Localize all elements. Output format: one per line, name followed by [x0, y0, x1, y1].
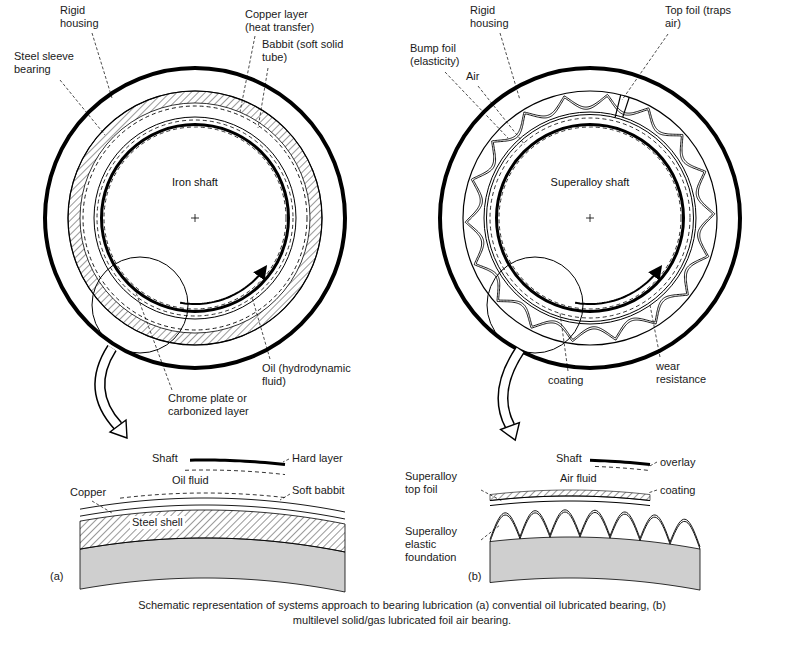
oil-film [97, 120, 293, 316]
oil-boundary [120, 493, 285, 498]
leader-line [92, 33, 112, 98]
leader-lines [60, 33, 668, 540]
zoom-arrow-outline [503, 350, 520, 426]
zoom-circle [92, 257, 188, 353]
shaft-name: Iron shaft [100, 175, 290, 189]
shaft-outline-circle [497, 125, 684, 312]
zoom-arrow-outline [100, 348, 118, 426]
part-label: Air [466, 70, 479, 83]
leader-line [280, 494, 290, 500]
part-label: Air fluid [560, 472, 597, 485]
rigid-housing [45, 68, 345, 368]
part-label: overlay [660, 456, 695, 469]
center-mark [191, 214, 199, 222]
part-label: coating [548, 374, 583, 387]
part-label: coating [660, 484, 695, 497]
part-label: Rigid housing [60, 4, 124, 30]
part-label: Copper layer (heat transfer) [245, 8, 331, 34]
shaft-name: Superalloy shaft [495, 175, 685, 189]
zoom-circle [487, 257, 583, 353]
part-label: Superalloy elastic foundation [405, 525, 471, 564]
steel-shell-hatch [80, 510, 345, 552]
leader-line [92, 501, 112, 513]
part-label: Shaft [556, 452, 582, 465]
steel-shell-base [80, 538, 345, 592]
center-mark [586, 214, 594, 222]
leader-line [478, 86, 525, 145]
part-label: Oil (hydrodynamic fluid) [262, 362, 366, 388]
leader-line [60, 80, 105, 135]
part-label: Chrome plate or carbonized layer [168, 392, 272, 418]
zoom-arrow-head [110, 420, 127, 438]
shaft-hard-layer [190, 460, 285, 465]
housing-bore [68, 91, 322, 345]
chrome-layer [104, 127, 286, 309]
rigid-housing [440, 68, 740, 368]
part-label: Steel sleeve bearing [14, 50, 90, 76]
leader-line [481, 525, 500, 540]
part-label: Top foil (traps air) [665, 4, 737, 30]
part-label: Babbit (soft solid tube) [262, 38, 348, 64]
housing-base [490, 537, 700, 590]
bump-foil [465, 94, 714, 341]
leader-line [648, 462, 657, 467]
part-label: (b) [468, 570, 481, 583]
top-foil-tab [615, 95, 629, 118]
leader-line [135, 290, 172, 390]
foil-coating [490, 490, 650, 501]
shaft-circle: Superalloy shaft [495, 123, 685, 313]
shaft-outline-circle [102, 125, 289, 312]
bump-foil [467, 97, 712, 340]
part-label: Superalloy top foil [405, 470, 471, 496]
top-foil [487, 115, 694, 322]
part-label: Hard layer [292, 452, 343, 465]
zoom-arrow-head [501, 423, 520, 441]
part-label: (a) [50, 570, 63, 583]
leader-line [560, 313, 568, 371]
leader-line [622, 34, 668, 100]
part-label: Copper [70, 486, 106, 499]
shaft-overlay [499, 127, 681, 309]
housing-bore [463, 91, 717, 345]
top-foil [484, 112, 696, 324]
oil-boundary [185, 470, 285, 475]
babbit-line [80, 498, 345, 512]
leader-line [252, 297, 270, 359]
rotation-arrow [575, 267, 660, 304]
part-label: Steel shell [130, 516, 185, 529]
part-label: wear resistance [656, 360, 720, 386]
elastic-foundation [490, 512, 700, 549]
leader-line [283, 459, 289, 462]
leader-line [481, 490, 502, 501]
leader-line [650, 305, 660, 357]
leader-line [258, 68, 268, 128]
leader-line [240, 36, 255, 112]
leader-line [648, 490, 657, 493]
shaft-circle: Iron shaft [100, 123, 290, 313]
zoom-arrow-body [100, 348, 118, 426]
overlay-line [595, 466, 650, 470]
babbit-surface [94, 117, 296, 319]
shaft-surface [590, 460, 650, 464]
zoom-arrow-body [503, 350, 520, 426]
part-label: Soft babbit [292, 484, 345, 497]
leader-line [500, 33, 520, 100]
copper-line [80, 505, 345, 519]
shaft-outline [495, 123, 685, 313]
part-label: Bump foil (elasticity) [410, 42, 474, 68]
part-label: Rigid housing [470, 4, 534, 30]
steel-sleeve [68, 91, 322, 345]
part-label: Oil fluid [172, 474, 209, 487]
elastic-foundation [490, 510, 700, 547]
part-label: Shaft [152, 452, 178, 465]
top-foil-line [490, 501, 650, 506]
figure-caption: Schematic representation of systems appr… [132, 598, 672, 628]
wear-coating [490, 118, 690, 318]
shaft-outline [100, 123, 290, 313]
copper-layer [83, 106, 307, 330]
